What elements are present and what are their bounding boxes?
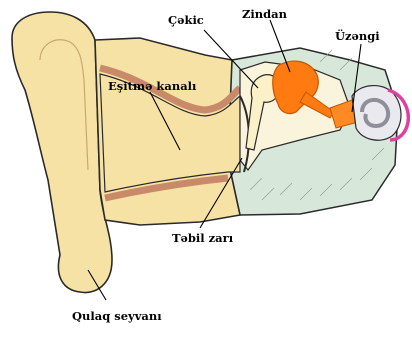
ear-canal-label: Eşitmə kanalı xyxy=(108,79,197,93)
anvil-label: Zindan xyxy=(242,7,288,21)
hammer-label: Çəkic xyxy=(168,13,204,27)
auricle-label: Qulaq seyvanı xyxy=(72,309,162,323)
stirrup-label: Üzəngi xyxy=(335,29,380,43)
eardrum-label: Təbil zarı xyxy=(172,231,234,245)
